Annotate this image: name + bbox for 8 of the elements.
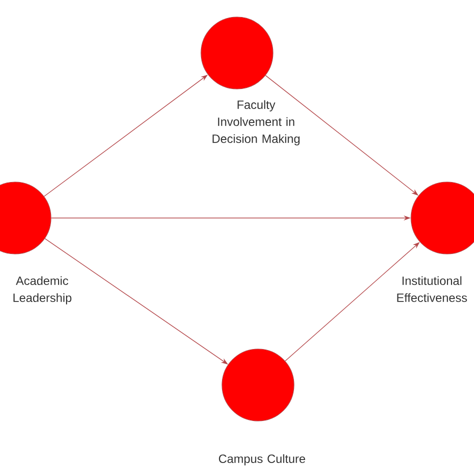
node-label: Campus Culture bbox=[218, 454, 306, 466]
node-label: Institutional Effectiveness bbox=[397, 276, 467, 302]
circle-node: Campus Culture bbox=[218, 348, 306, 466]
circle-node: Academic Leadership bbox=[0, 182, 72, 304]
node-label: Academic Leadership bbox=[14, 276, 72, 304]
circle-node: Faculty Involvement in Decision Making bbox=[200, 16, 300, 146]
circle-node: Institutional Effectiveness bbox=[397, 182, 474, 302]
node-label: Faculty Involvement in Decision Making bbox=[212, 100, 300, 146]
